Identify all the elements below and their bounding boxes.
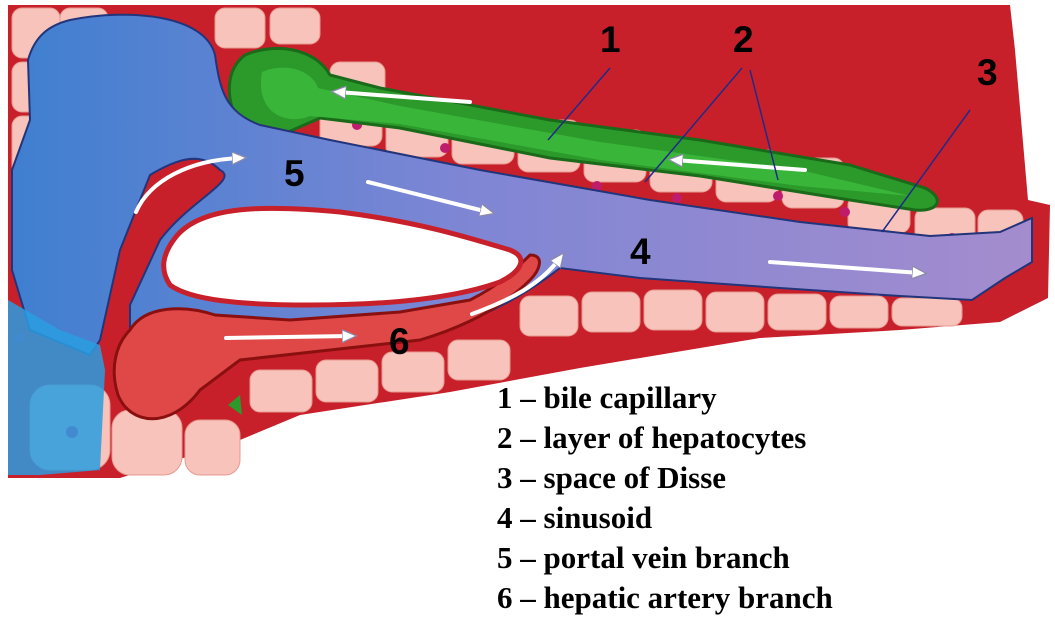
legend-item-bile-capillary: 1 – bile capillary [497,378,833,418]
legend-item-hepatocyte-layer: 2 – layer of hepatocytes [497,418,833,458]
label-hepatic-artery: 6 [389,321,410,362]
label-hepatocyte-layer: 2 [733,19,754,60]
label-portal-vein: 5 [284,153,305,194]
label-space-of-disse: 3 [977,52,998,93]
legend-item-space-of-disse: 3 – space of Disse [497,458,833,498]
label-bile-capillary: 1 [600,19,621,60]
legend-item-portal-vein: 5 – portal vein branch [497,538,833,578]
legend: 1 – bile capillary 2 – layer of hepatocy… [497,378,833,618]
arterial-flow-arrow [226,336,350,338]
legend-item-hepatic-artery: 6 – hepatic artery branch [497,578,833,618]
label-sinusoid: 4 [630,231,651,272]
legend-item-sinusoid: 4 – sinusoid [497,498,833,538]
